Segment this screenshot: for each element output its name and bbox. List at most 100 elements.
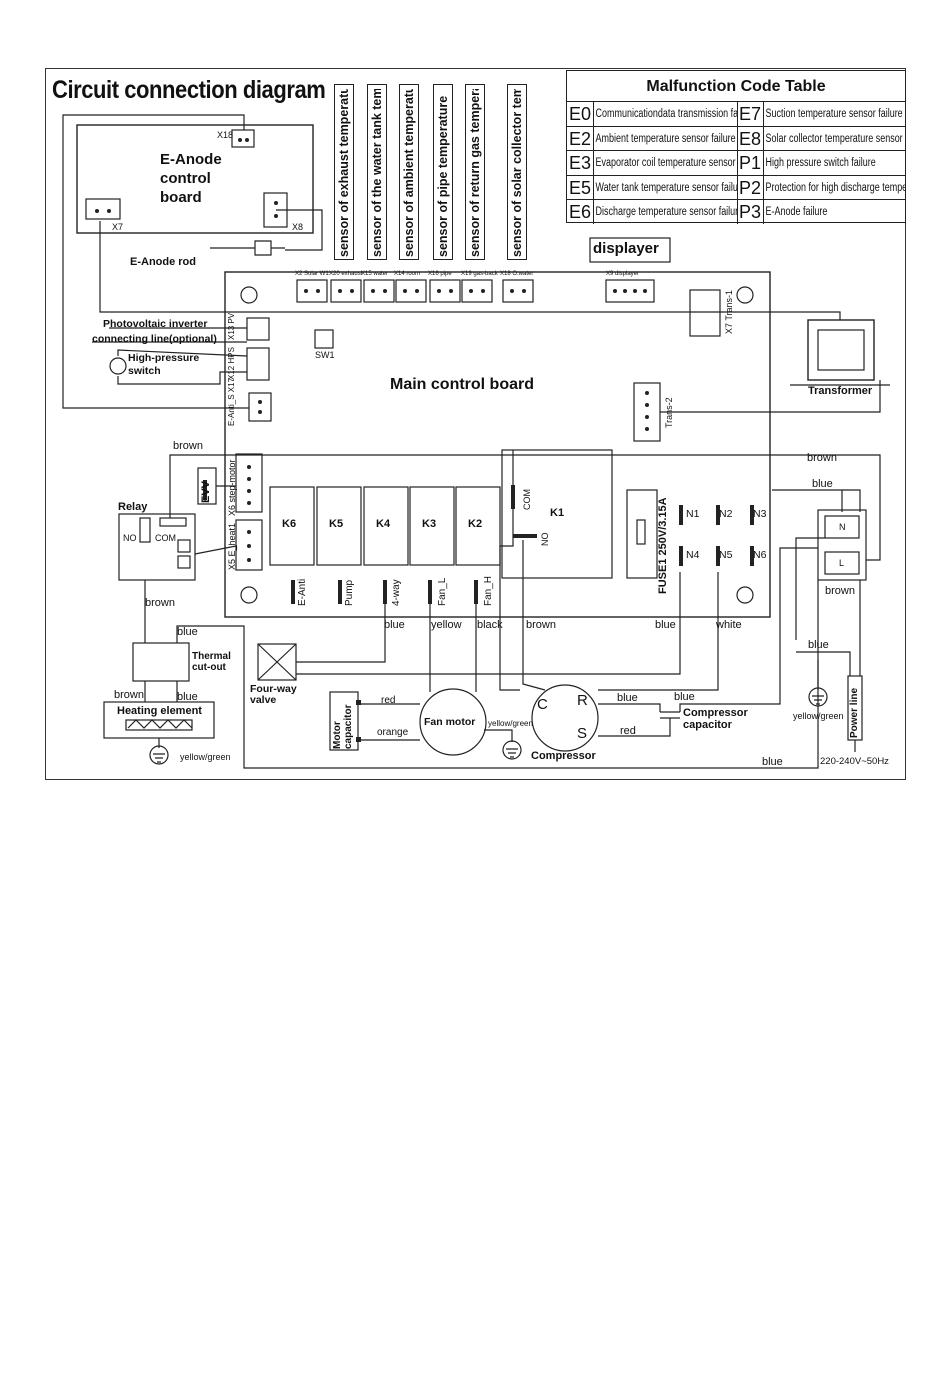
connector-x20 [330, 279, 362, 303]
connector-trans1 [689, 289, 721, 337]
wire [499, 450, 520, 691]
x18-connector [231, 129, 255, 148]
relay-coil-bottom [177, 555, 191, 569]
motor-cap-terminal [356, 700, 361, 705]
trans2-label: Trans-2 [664, 397, 674, 428]
malfunction-code: P1 [737, 151, 764, 175]
trans1-label: X7 Trans-1 [724, 289, 734, 334]
relay-terminal [474, 580, 478, 604]
relay-com-contact [159, 517, 187, 527]
pv-label-2: connecting line(optional) [92, 333, 217, 345]
malfunction-desc-text: E-Anode failure [765, 206, 828, 218]
x17-label: E-Anti_S X17 [227, 377, 236, 426]
connector-x17 [248, 392, 272, 422]
wire [522, 540, 546, 691]
thermal-cutout [132, 642, 190, 682]
displayer-box [589, 237, 671, 263]
ground-lines [812, 695, 824, 705]
fan-motor-label: Fan motor [424, 716, 476, 728]
transformer [807, 319, 875, 381]
wire [796, 651, 851, 676]
relay-terminal [383, 580, 387, 604]
connector-label: X18 O.water [500, 271, 534, 277]
connector-x15 [363, 279, 395, 303]
pressure-switch-symbol [109, 357, 127, 375]
wire [795, 537, 825, 640]
x18-label: X18 [217, 130, 234, 140]
wire-label: yellow/green [180, 752, 231, 762]
malfunction-desc: Protection for high discharge temperatur… [764, 175, 906, 200]
wire-label: red [381, 695, 396, 706]
wire [276, 209, 323, 251]
n-terminal-label: N6 [753, 549, 767, 561]
malfunction-desc: Solar collector temperature sensor failu… [764, 126, 906, 151]
connector-x5 [235, 519, 263, 571]
pv-label: Photovoltaic inverter [103, 318, 208, 330]
n-terminal [750, 505, 754, 525]
connector-label: X14 room [394, 271, 421, 277]
power-line-label: Power line [849, 687, 860, 738]
heating-coil [127, 719, 193, 729]
malfunction-desc-text: Suction temperature sensor failure [765, 108, 903, 120]
thermal-label-2: cut-out [192, 662, 226, 673]
motor-capacitor-label: Motor [332, 721, 343, 749]
wire [194, 545, 237, 555]
malfunction-desc: Communicationdata transmission failure [594, 102, 738, 126]
n-terminal-label: N2 [719, 508, 733, 520]
voltage-label: 220-240V~50Hz [820, 756, 889, 767]
sensor-label-box: sensor of exhaust temperature [334, 84, 354, 260]
relay-function-label: Fan_L [437, 577, 448, 606]
malfunction-code: E6 [567, 200, 594, 224]
wire-label: blue [617, 692, 638, 704]
n-terminal-label: N1 [686, 508, 700, 520]
fuse-element [636, 519, 646, 545]
relay-k3 [409, 486, 455, 566]
wire [117, 371, 247, 385]
connector-x16 [429, 279, 461, 303]
connector-x14 [395, 279, 427, 303]
hps-label: High-pressure [128, 352, 200, 364]
ground-wire [484, 729, 513, 742]
ground-symbol [502, 740, 522, 760]
connector-x13 [246, 317, 270, 341]
transformer-label: Transformer [808, 385, 873, 397]
connector-x12 [246, 347, 270, 381]
compressor-c-label: C [537, 696, 548, 713]
connector-x9 [605, 279, 655, 303]
wire [598, 703, 661, 712]
displayer-label: displayer [593, 240, 659, 257]
compressor-r-label: R [577, 692, 588, 709]
x7-connector [85, 198, 121, 220]
relay-name: K6 [282, 518, 297, 530]
wire-label: blue [808, 639, 829, 651]
malfunction-desc-text: Water tank temperature sensor failure [595, 181, 738, 194]
connector-label: X20 exhaust [329, 271, 363, 277]
heating-element-label: Heating element [117, 705, 202, 717]
relay-k4 [363, 486, 409, 566]
connector-x6 [235, 453, 263, 513]
wire [772, 489, 861, 512]
relay-function-label: 4-way [391, 579, 402, 606]
compressor-capacitor-label: Compressor [683, 707, 748, 719]
n-terminal-label: N4 [686, 549, 700, 561]
wire [598, 572, 719, 691]
wire-label: brown [825, 585, 855, 597]
sensor-label-box: sensor of return gas temperature [465, 84, 485, 260]
wire [296, 572, 681, 675]
wire-label: blue [177, 691, 198, 703]
sensor-label-box: sensor of solar collector temperature [507, 84, 527, 260]
malfunction-code: P2 [737, 175, 764, 200]
wire [117, 349, 248, 357]
diagram-frame [45, 68, 906, 780]
malfunction-desc: High pressure switch failure [764, 151, 906, 175]
wire-label: brown [145, 597, 175, 609]
wire [169, 454, 881, 561]
n-terminal [679, 546, 683, 566]
compressor-capacitor [660, 711, 680, 719]
sw1-button [314, 329, 334, 349]
malfunction-desc: Water tank temperature sensor failure [594, 175, 738, 200]
